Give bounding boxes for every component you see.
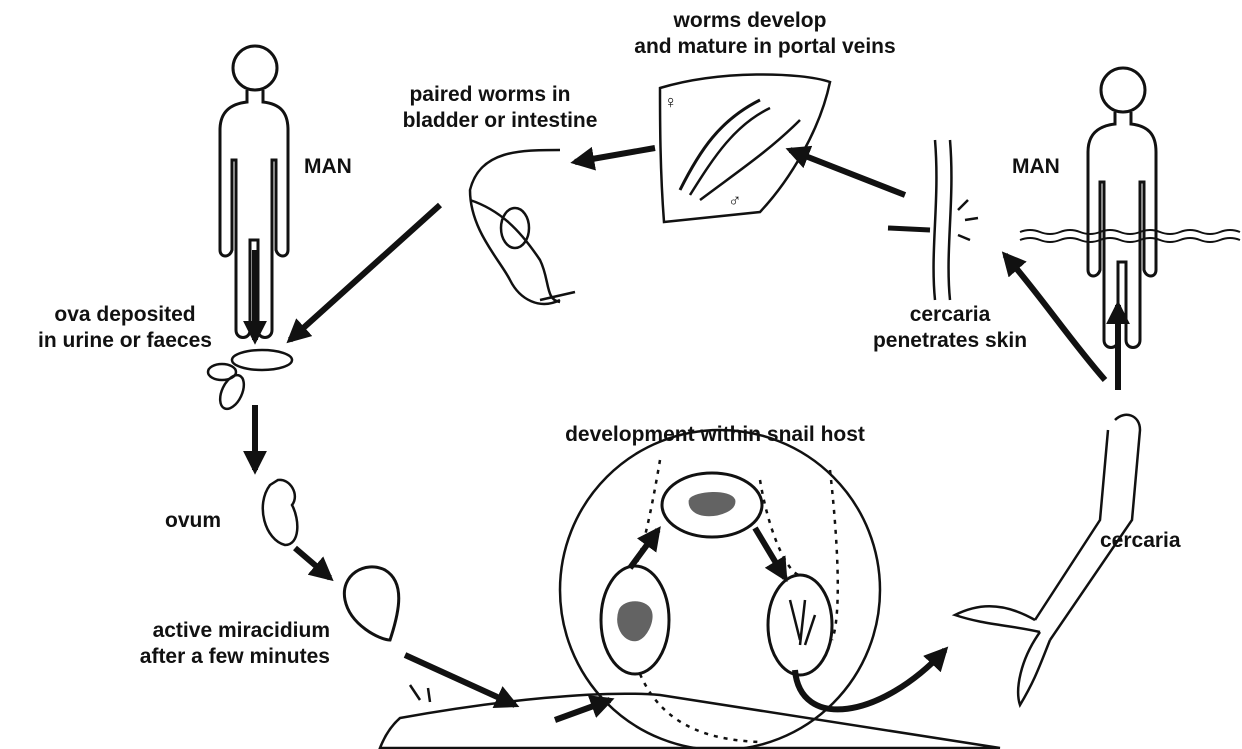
ova-deposited-label: ova deposited: [0, 302, 250, 327]
cercaria-larva: [955, 415, 1140, 705]
man-right-label: MAN: [1012, 154, 1060, 179]
female-symbol: ♀: [664, 90, 678, 115]
cercaria-label: cercaria: [1100, 528, 1181, 553]
urine-faeces-label: in urine or faeces: [0, 328, 250, 353]
penetrates-skin-label: penetrates skin: [830, 328, 1070, 353]
ovum-egg: [263, 480, 298, 545]
active-miracidium-label: active miracidium: [70, 618, 330, 643]
cercaria-penetrates-label: cercaria: [850, 302, 1050, 327]
miracidium: [344, 567, 398, 640]
man-left-label: MAN: [304, 154, 352, 179]
paired-worms: [470, 150, 575, 304]
bladder-intestine-label: bladder or intestine: [370, 108, 630, 133]
male-symbol: ♂: [728, 188, 742, 213]
liver-with-worms: [660, 74, 830, 222]
water-surface: [1020, 230, 1240, 242]
snail-host: [380, 430, 1000, 749]
after-few-minutes-label: after a few minutes: [70, 644, 330, 669]
ovum-label: ovum: [165, 508, 221, 533]
skin-section: [888, 140, 978, 300]
worms-develop-label: worms develop: [630, 8, 870, 33]
ova-eggs: [208, 350, 292, 413]
snail-host-label: development within snail host: [480, 422, 950, 447]
portal-veins-label: and mature in portal veins: [600, 34, 930, 59]
human-figure-right: [1088, 68, 1156, 348]
paired-worms-label: paired worms in: [380, 82, 600, 107]
